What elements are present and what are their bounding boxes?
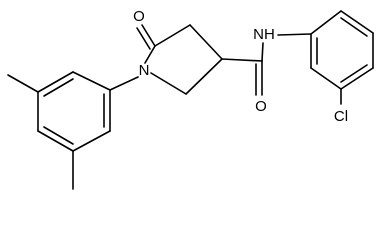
ring-nitrogen-label: N [139,62,150,79]
bond-ar5-ar6 [72,130,111,152]
bond-cp4-cp5 [340,67,374,90]
bond-cp5-cp6 [310,67,342,90]
aromatic-inner-1 [43,78,74,97]
lactam-carbonyl: O [133,8,156,50]
aromatic-inner-cp-2 [340,64,368,83]
amide-nh-label: NH [253,26,275,43]
aromatic-inner-2 [43,126,74,145]
bond-ar1-ar2 [72,71,111,91]
dimethylphenyl-ring [37,71,111,152]
amide-oxygen-label: O [255,98,267,115]
bond-c5-o-a [141,24,156,47]
chlorophenyl-ring [310,10,374,90]
bond-cp1-cp2 [310,10,342,35]
carboxamide-group: O NH [221,26,275,115]
bond-c4-c3 [189,24,223,60]
methyl-top-bond [7,74,39,93]
pyrrolidinone-ring [144,24,223,95]
bond-c3-amide-c [221,58,263,62]
chlorine-label: Cl [334,108,348,125]
bond-c2-n1 [150,72,187,95]
bond-c5-c4 [154,24,191,47]
bond-c3-c2 [185,58,223,95]
bond-ar2-ar3 [37,71,74,93]
bond-ar4-ar5 [37,130,74,152]
bond-n1-c5 [144,45,156,64]
bond-cp2-cp3 [340,10,374,34]
ketone-oxygen-label: O [133,8,145,25]
bond-n1-aryl [109,76,139,91]
aromatic-inner-cp-1 [340,17,368,37]
bond-c5-o-b [136,27,151,50]
bond-nh-aryl [277,33,312,36]
molecule-structure-diagram: O N O NH C [7,8,374,190]
bond-amide-c-nh [261,42,264,62]
